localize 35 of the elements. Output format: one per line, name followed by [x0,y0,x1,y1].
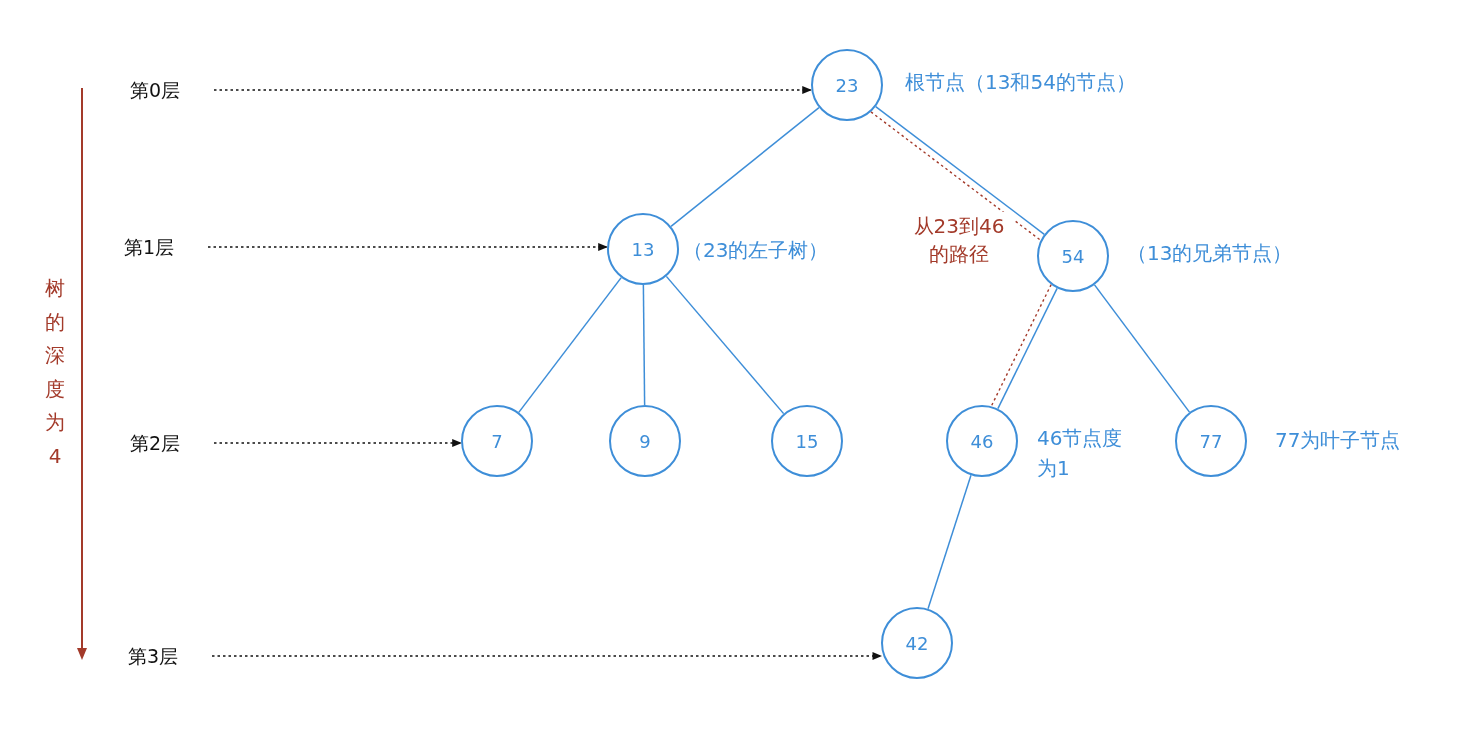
level-label: 第0层 [130,78,212,102]
tree-node-circle [771,405,843,477]
node-note: 根节点（13和54的节点） [905,69,1137,96]
tree-edge [665,275,785,415]
node-value: 23 [834,73,860,98]
node-value: 13 [630,237,656,262]
node-value: 9 [638,429,652,454]
path-line [211,652,883,660]
node-note: 46节点度为1 [1037,425,1124,482]
node-value: 46 [969,429,995,454]
tree-node-circle [881,607,953,679]
tree-node-circle [609,405,681,477]
path-line [213,86,812,94]
tree-edge [642,284,646,406]
path-line [990,283,1052,407]
node-value: 54 [1060,244,1086,269]
node-value: 77 [1198,429,1224,454]
path-line [213,439,462,447]
node-value: 15 [794,429,820,454]
tree-edge [1093,284,1191,413]
node-value: 42 [904,631,930,656]
node-note: （23的左子树） [683,237,830,264]
depth-label: 树的深度为4 [44,275,66,470]
path-line [207,243,608,251]
node-note: （13的兄弟节点） [1127,240,1294,267]
tree-edge [927,474,972,610]
level-label: 第3层 [128,644,210,668]
tree-node-circle [461,405,533,477]
node-note: 77为叶子节点 [1275,427,1402,454]
tree-edge [670,106,820,228]
node-value: 7 [490,429,504,454]
level-label: 第1层 [124,235,206,259]
tree-edge [997,287,1058,410]
tree-edge [518,276,622,414]
level-label: 第2层 [130,431,212,455]
